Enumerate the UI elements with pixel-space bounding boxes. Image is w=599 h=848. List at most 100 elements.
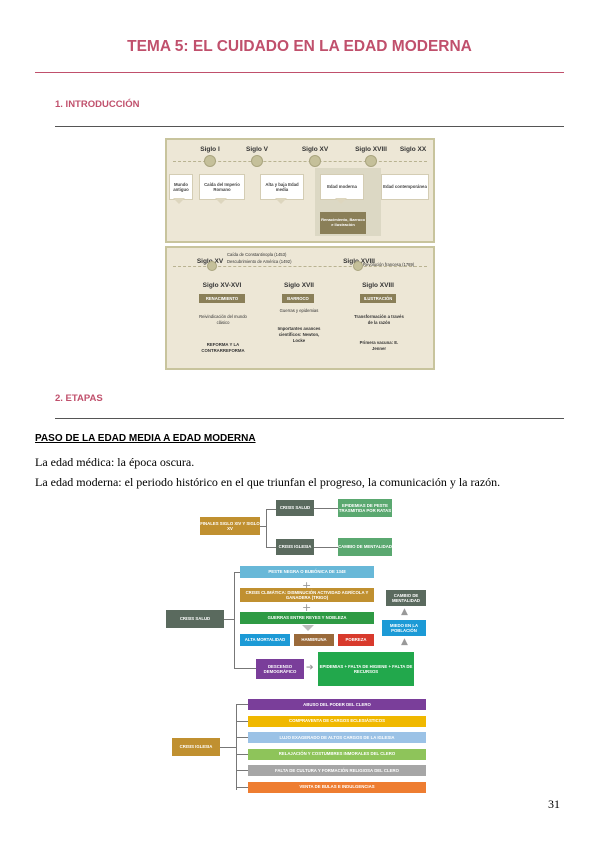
connector (236, 704, 237, 790)
branch-node: CRISIS SALUD (276, 500, 314, 516)
plus-icon: + (302, 601, 312, 614)
crisis-salud-diagram: CRISIS SALUD PESTE NEGRA O BUBÓNICA DE 1… (166, 562, 436, 694)
cause-node: GUERRAS ENTRE REYES Y NOBLEZA (240, 612, 374, 624)
title-divider (35, 72, 564, 73)
arrow-up-icon: ▲ (401, 637, 408, 647)
century-label: Siglo XX (399, 146, 427, 153)
connector (314, 547, 338, 548)
chevron-down-icon (215, 198, 227, 204)
connector (234, 572, 240, 573)
timeline-axis (173, 161, 427, 162)
church-crisis-item: RELAJACIÓN Y COSTUMBRES INMORALES DEL CL… (248, 748, 426, 760)
arrow-right-icon: ➔ (306, 663, 314, 673)
chevron-down-icon (335, 198, 347, 204)
effect-node: POBREZA (338, 634, 374, 646)
crisis-overview-diagram: FINALES SIGLO XIV Y SIGLO XV CRISIS SALU… (200, 497, 430, 557)
period-text-bold: REFORMA Y LA CONTRARREFORMA (201, 342, 245, 353)
connector (236, 737, 248, 738)
section-divider (55, 126, 564, 127)
church-crisis-item: FALTA DE CULTURA Y FORMACIÓN RELIGIOSA D… (248, 765, 426, 776)
century-label: Siglo XVIII (355, 146, 387, 153)
period-century: Siglo XV-XVI (202, 282, 242, 289)
century-label: Siglo XV (301, 146, 329, 153)
chevron-down-icon (275, 198, 287, 204)
period-tag: BARROCO (282, 294, 314, 303)
timeline-dot (365, 155, 377, 167)
age-card: Mundo antiguo (169, 174, 193, 200)
effect-node: DESCENSO DEMOGRÁFICO (256, 659, 304, 679)
chevron-down-icon (302, 625, 314, 631)
section-heading-introduccion: 1. INTRODUCCIÓN (55, 99, 140, 110)
event-label: Caída de Constantinopla (1453) (227, 252, 287, 257)
church-crisis-item: COMPRAVENTA DE CARGOS ECLESIÁSTICOS (248, 715, 426, 727)
page-number: 31 (548, 797, 560, 811)
effect-node: EPIDEMIAS + FALTA DE HIGIENE + FALTA DE … (318, 652, 414, 686)
connector (266, 509, 267, 547)
connector (314, 508, 338, 509)
timeline-dot (204, 155, 216, 167)
modern-age-periods-figure: Siglo XV Caída de Constantinopla (1453) … (165, 246, 435, 370)
connector (236, 720, 248, 722)
century-label: Siglo V (245, 146, 269, 153)
crisis-iglesia-diagram: CRISIS IGLESIA ABUSO DEL PODER DEL CLERO… (172, 696, 434, 800)
leaf-node: CAMBIO DE MENTALIDAD (338, 538, 392, 556)
connector (220, 747, 236, 748)
timeline-axis (173, 266, 427, 267)
effect-node: MIEDO EN LA POBLACIÓN (382, 620, 426, 636)
page-title: TEMA 5: EL CUIDADO EN LA EDAD MODERNA (127, 38, 472, 55)
church-crisis-item: LUJO EXAGERADO DE ALTOS CARGOS DE LA IGL… (248, 732, 426, 743)
timeline-dot (309, 155, 321, 167)
paragraph: La edad moderna: el periodo histórico en… (35, 475, 501, 489)
section-divider (55, 418, 564, 419)
connector (236, 704, 248, 705)
effect-node: ALTA MORTALIDAD (240, 634, 290, 646)
timeline-ages-figure: Siglo I Siglo V Siglo XV Siglo XVIII Sig… (165, 138, 435, 243)
plus-icon: + (302, 579, 312, 592)
root-node: FINALES SIGLO XIV Y SIGLO XV (200, 517, 260, 535)
root-node: CRISIS SALUD (166, 610, 224, 628)
age-card: Edad moderna (320, 174, 364, 200)
branch-node: CRISIS IGLESIA (276, 539, 314, 555)
age-card: Edad contemporánea (381, 174, 429, 200)
root-node: CRISIS IGLESIA (172, 738, 220, 756)
cause-node: CRISIS CLIMÁTICA: DISMINUCIÓN ACTIVIDAD … (240, 588, 374, 602)
cause-node: PESTE NEGRA O BUBÓNICA DE 1348 (240, 566, 374, 578)
period-text: Primera vacuna: E. Jenner (359, 340, 399, 351)
arrow-up-icon: ▲ (401, 607, 408, 617)
connector (266, 547, 276, 548)
connector (234, 572, 235, 668)
century-label: Siglo I (200, 146, 220, 153)
connector (260, 526, 266, 527)
age-card: Caída del Imperio Romano (199, 174, 245, 200)
period-text: Transformación a través de la razón (354, 314, 404, 325)
subheading: PASO DE LA EDAD MEDIA A EDAD MODERNA (35, 433, 256, 444)
connector (236, 770, 248, 771)
period-text: Reivindicación del mundo clásico (199, 314, 247, 325)
period-text: Guerras y epidemias (279, 308, 319, 313)
connector (234, 668, 256, 669)
timeline-dot (353, 261, 363, 271)
connector (224, 619, 234, 620)
period-tag: ILUSTRACIÓN (360, 294, 396, 303)
connector (266, 509, 276, 510)
highlight-label: Renacimiento, Barroco e Ilustración (320, 212, 366, 234)
period-century: Siglo XVIII (362, 282, 394, 289)
event-label: Descubrimiento de América (1492) (227, 259, 292, 264)
church-crisis-item: ABUSO DEL PODER DEL CLERO (248, 699, 426, 710)
effect-node: HAMBRUNA (294, 634, 334, 646)
period-tag: RENACIMIENTO (199, 294, 245, 303)
section-heading-etapas: 2. ETAPAS (55, 393, 103, 404)
paragraph: La edad médica: la época oscura. (35, 455, 195, 469)
period-text: Importantes avances científicos: Newton,… (277, 326, 321, 343)
leaf-node: EPIDEMIAS DE PESTE TRASMITIDA POR RATAS (338, 499, 392, 517)
effect-node: CAMBIO DE MENTALIDAD (386, 590, 426, 606)
event-label: Revolución francesa (1789) (363, 262, 415, 267)
connector (236, 786, 248, 788)
timeline-dot (207, 261, 217, 271)
connector (236, 753, 248, 755)
church-crisis-item: VENTA DE BULAS E INDULGENCIAS (248, 781, 426, 793)
age-card: Alta y baja Edad media (260, 174, 304, 200)
chevron-down-icon (173, 198, 185, 204)
timeline-dot (251, 155, 263, 167)
period-century: Siglo XVII (284, 282, 314, 289)
